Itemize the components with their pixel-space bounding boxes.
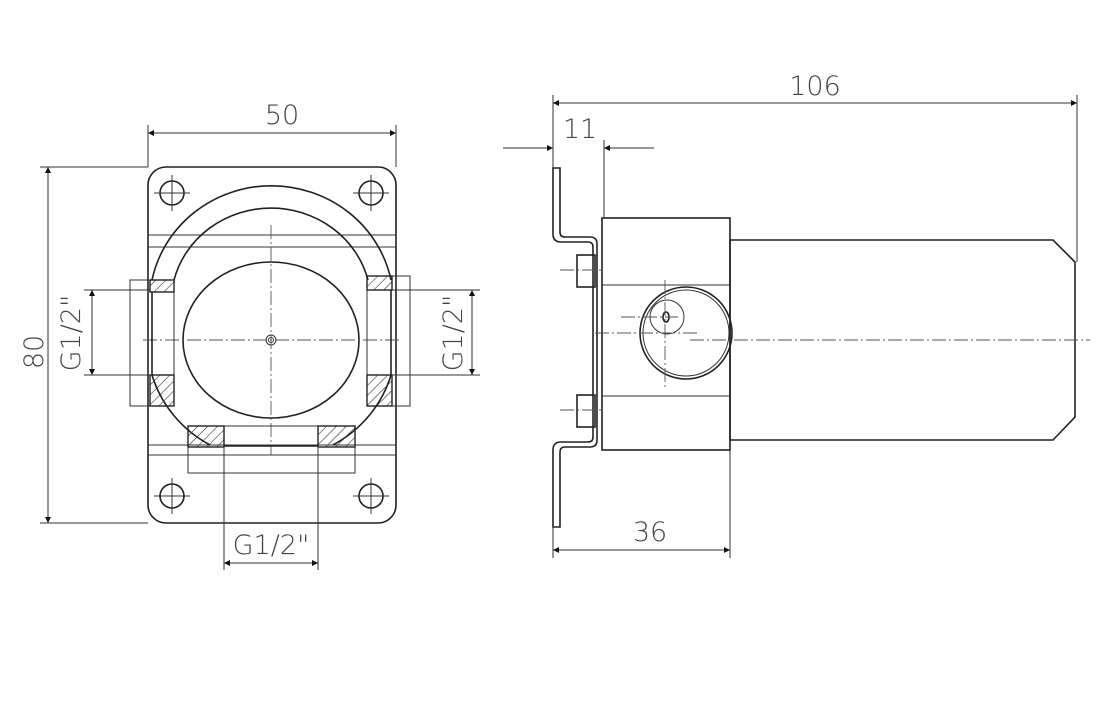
bottom-port [187,425,356,474]
mounting-bracket [552,167,598,528]
bottom-port-label: G1/2" [233,530,310,561]
dimension-total-length: 106 [552,71,1078,262]
body-depth-label: 36 [633,517,667,548]
mounting-hole-icon [353,175,389,211]
left-port [129,279,175,407]
mounting-hole-icon [154,175,190,211]
dimension-left-port: G1/2" [56,289,150,376]
right-port [366,275,411,407]
mounting-holes [154,175,389,514]
dimension-right-port: G1/2" [392,289,480,376]
dimension-body-depth: 36 [552,450,731,558]
height-dimension-label: 80 [19,335,50,369]
side-port-icon [595,280,733,387]
mounting-plate [147,166,397,524]
dimension-bottom-port: G1/2" [223,446,319,570]
dimension-width: 50 [147,100,397,167]
bracket-offset-label: 11 [563,114,597,145]
dimension-bracket-offset: 11 [503,114,654,218]
valve-cylinder [729,239,1076,441]
valve-body-outline [151,185,392,281]
side-view: 106 11 36 [503,71,1090,558]
mounting-hole-icon [154,478,190,514]
front-view: 50 80 G1/2" G1/2" G1/2" [19,100,480,570]
mounting-hole-icon [353,478,389,514]
right-port-label: G1/2" [438,295,469,372]
dimension-height: 80 [19,166,148,524]
total-length-label: 106 [789,71,841,102]
bracket-screw [576,254,596,288]
width-dimension-label: 50 [265,100,299,131]
bracket-screw [576,394,596,428]
left-port-label: G1/2" [56,295,87,372]
